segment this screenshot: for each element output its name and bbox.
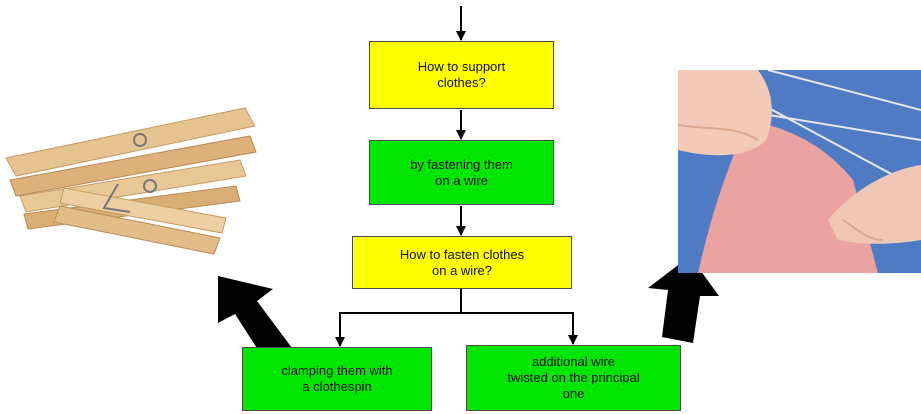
big-arrow-right-icon — [648, 256, 719, 343]
clothesline-photo — [678, 70, 921, 273]
node-how-to-fasten-clothes: How to fasten clothes on a wire? — [352, 236, 572, 289]
node-how-to-support-clothes: How to support clothes? — [369, 41, 554, 109]
clothespin-icon — [53, 183, 227, 255]
node-clothespin: clamping them with a clothespin — [242, 347, 432, 411]
hand-icon — [842, 219, 884, 241]
node-fastening-on-wire: by fastening them on a wire — [369, 140, 554, 205]
clothespin-icon — [5, 107, 257, 197]
pink-cloth-icon — [698, 120, 878, 273]
big-arrow-left-icon — [218, 276, 292, 356]
clothespins-photo — [0, 88, 262, 258]
node-additional-wire: additional wire twisted on the principal… — [466, 345, 681, 411]
